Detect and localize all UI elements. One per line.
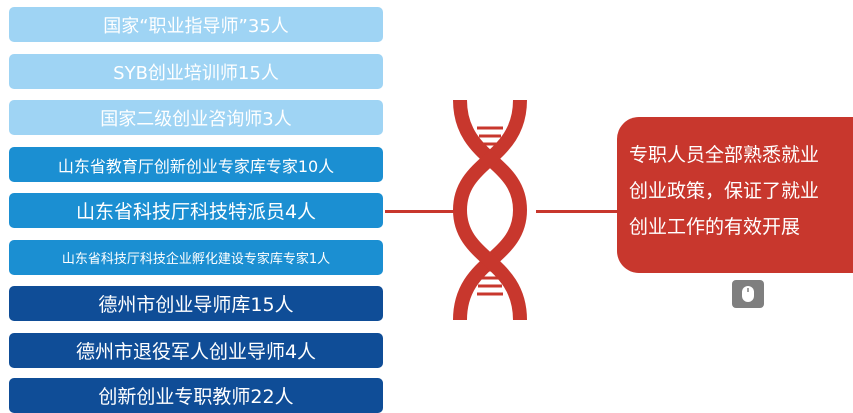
- right-connector-line: [536, 210, 617, 213]
- item-fulltime-teacher: 创新创业专职教师22人: [9, 378, 383, 413]
- summary-callout: 专职人员全部熟悉就业 创业政策，保证了就业 创业工作的有效开展: [617, 117, 853, 273]
- helix-strand-b: [452, 100, 527, 320]
- item-entrepreneurship-consultant: 国家二级创业咨询师3人: [9, 100, 383, 135]
- item-incubation-expert: 山东省科技厅科技企业孵化建设专家库专家1人: [9, 240, 383, 275]
- helix-strand-a: [453, 100, 528, 320]
- callout-line-1: 专职人员全部熟悉就业: [629, 144, 820, 166]
- item-education-expert: 山东省教育厅创新创业专家库专家10人: [9, 147, 383, 182]
- mouse-icon[interactable]: [732, 280, 764, 308]
- item-syb-trainer: SYB创业培训师15人: [9, 54, 383, 89]
- item-national-career-guidance: 国家“职业指导师”35人: [9, 7, 383, 42]
- callout-line-3: 创业工作的有效开展: [629, 216, 801, 238]
- item-dezhou-mentor: 德州市创业导师库15人: [9, 286, 383, 321]
- mouse-glyph: [742, 286, 754, 302]
- callout-line-2: 创业政策，保证了就业: [629, 180, 820, 202]
- item-veteran-mentor: 德州市退役军人创业导师4人: [9, 333, 383, 368]
- dna-helix-icon: [452, 100, 528, 320]
- left-connector-line: [385, 210, 455, 213]
- item-science-commissioner: 山东省科技厅科技特派员4人: [9, 193, 383, 228]
